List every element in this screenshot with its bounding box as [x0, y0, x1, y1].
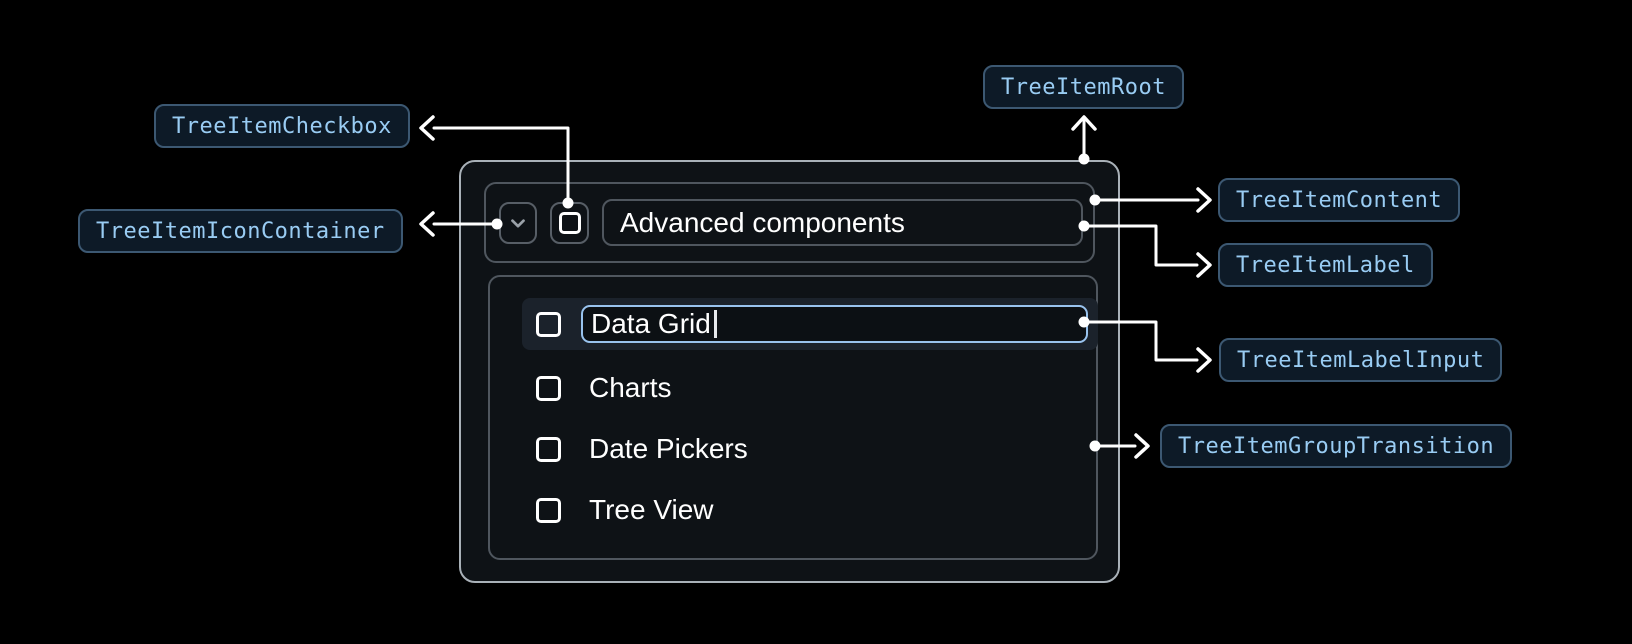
tree-item-row-label: Charts: [589, 372, 672, 403]
tree-item-label-input[interactable]: Data Grid: [581, 305, 1088, 343]
tree-item-row-label: Date Pickers: [589, 433, 748, 464]
arrowhead-right-icon: [1134, 433, 1150, 459]
tree-item-root: Advanced components Data Grid Charts Dat…: [459, 160, 1120, 583]
tree-item-content[interactable]: Advanced components: [484, 182, 1095, 263]
tree-item-row[interactable]: Date Pickers: [522, 423, 1098, 475]
arrowhead-left-icon: [419, 211, 435, 237]
badge-tree-item-root: TreeItemRoot: [983, 65, 1184, 109]
badge-tree-item-checkbox: TreeItemCheckbox: [154, 104, 410, 148]
tree-item-row-label: Tree View: [589, 494, 714, 525]
arrowhead-left-icon: [419, 115, 435, 141]
parent-item-label: Advanced components: [620, 206, 905, 238]
tree-item-checkbox[interactable]: [550, 201, 589, 244]
tree-item-row[interactable]: Charts: [522, 362, 1098, 414]
tree-item-row[interactable]: Tree View: [522, 484, 1098, 536]
badge-tree-item-label: TreeItemLabel: [1218, 243, 1433, 287]
arrowhead-right-icon: [1196, 252, 1212, 278]
tree-item-icon-container[interactable]: [499, 201, 537, 244]
checkbox-unchecked-icon[interactable]: [536, 497, 561, 523]
text-caret: [713, 310, 717, 338]
tree-item-row-editing[interactable]: Data Grid: [522, 298, 1098, 350]
tree-item-label: Advanced components: [602, 199, 1083, 246]
badge-tree-item-icon-container: TreeItemIconContainer: [78, 209, 403, 253]
arrowhead-up-icon: [1071, 115, 1097, 131]
checkbox-unchecked-icon: [558, 211, 581, 234]
badge-tree-item-content: TreeItemContent: [1218, 178, 1461, 222]
checkbox-unchecked-icon[interactable]: [536, 311, 561, 337]
checkbox-unchecked-icon[interactable]: [536, 375, 561, 401]
chevron-down-icon: [511, 218, 525, 228]
tree-item-group-transition: Data Grid Charts Date Pickers Tree View: [488, 275, 1098, 560]
arrowhead-right-icon: [1196, 187, 1212, 213]
checkbox-unchecked-icon[interactable]: [536, 436, 561, 462]
badge-tree-item-label-input: TreeItemLabelInput: [1219, 338, 1503, 382]
label-input-value: Data Grid: [591, 308, 711, 339]
badge-tree-item-group-transition: TreeItemGroupTransition: [1160, 424, 1513, 468]
arrowhead-right-icon: [1196, 347, 1212, 373]
